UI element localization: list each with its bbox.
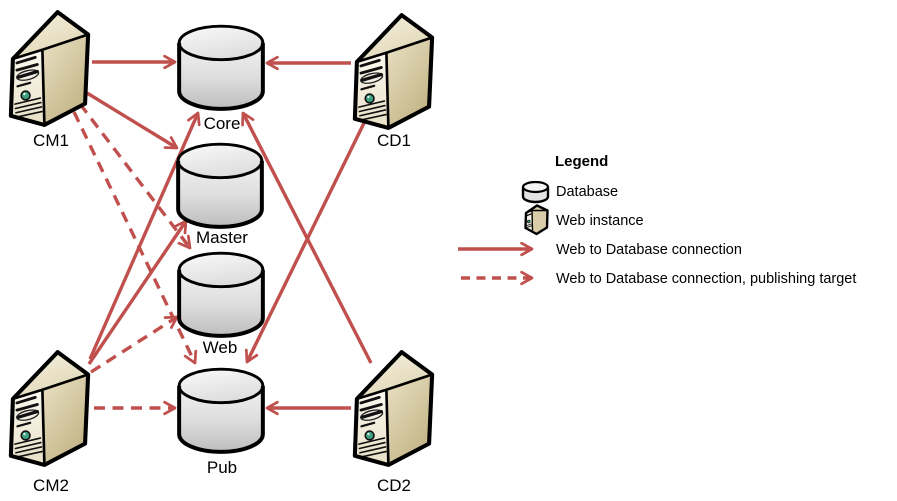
label-cd2: CD2 [377,476,411,495]
legend-item-solid-connection: Web to Database connection [556,242,742,258]
label-core: Core [204,114,241,133]
legend-item-dashed-connection: Web to Database connection, publishing t… [556,271,856,287]
label-cd1: CD1 [377,131,411,150]
database-icon [521,180,550,204]
legend-item-web-instance: Web instance [556,213,644,229]
label-web: Web [203,338,238,357]
database-web [179,253,263,336]
connection-cd1-pub-solid [244,120,367,364]
label-master: Master [196,228,248,247]
legend-item-database: Database [556,184,618,200]
label-pub: Pub [207,458,237,477]
label-cm1: CM1 [33,131,69,150]
database-pub [179,369,263,452]
database-core [179,26,263,109]
database-master [178,144,262,227]
legend-title: Legend [555,153,608,170]
connection-cm1-web-dashed [78,102,192,250]
web-instance-icon [524,204,549,236]
connection-cm2-master-solid [87,219,188,365]
label-cm2: CM2 [33,476,69,495]
connection-cd2-core-solid [241,111,373,364]
connection-cm1-master-solid [86,91,179,150]
legend: Legend Database Web instance Web to Data… [458,153,856,287]
